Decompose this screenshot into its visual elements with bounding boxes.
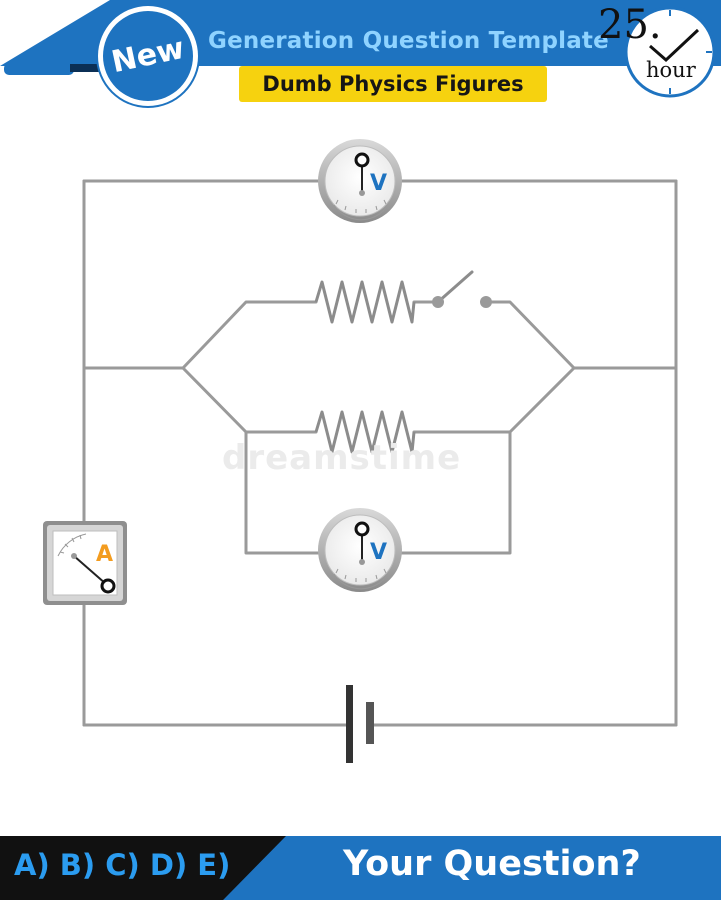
voltmeter-bottom: [318, 508, 402, 592]
answer-options: A) B) C) D) E): [14, 848, 231, 882]
header-corner-cut: [0, 0, 110, 66]
switch-open: [432, 270, 492, 308]
ammeter: [43, 521, 127, 605]
wire-upper-branch-left: [181, 300, 318, 370]
subtitle: Dumb Physics Figures: [262, 72, 524, 96]
wire-lower-branch-right: [412, 366, 576, 434]
clock-unit: hour: [646, 58, 696, 82]
subtitle-highlight: [239, 66, 547, 102]
magnifier-handle-icon: [4, 63, 100, 75]
circuit-diagram: V V A: [43, 139, 678, 763]
battery-cell: [346, 685, 374, 763]
resistor-lower: [314, 410, 416, 454]
template-title: Generation Question Template: [208, 28, 609, 54]
watermark: dreamstime: [222, 438, 462, 478]
clock-icon: [624, 6, 716, 98]
clock-number: 25.: [598, 2, 662, 48]
voltmeter-top-label: V: [370, 171, 387, 196]
question-prompt: Your Question?: [343, 844, 641, 884]
resistor-upper: [314, 280, 416, 324]
wire-upper-branch-right: [484, 300, 576, 370]
wire-lower-branch-left: [181, 366, 318, 434]
voltmeter-bottom-label: V: [370, 540, 387, 565]
voltmeter-top: [318, 139, 402, 223]
ammeter-label: A: [96, 542, 113, 567]
wire-vm-loop-left: [244, 430, 320, 555]
new-badge: [98, 6, 198, 106]
wire-vm-loop-right: [400, 430, 512, 555]
